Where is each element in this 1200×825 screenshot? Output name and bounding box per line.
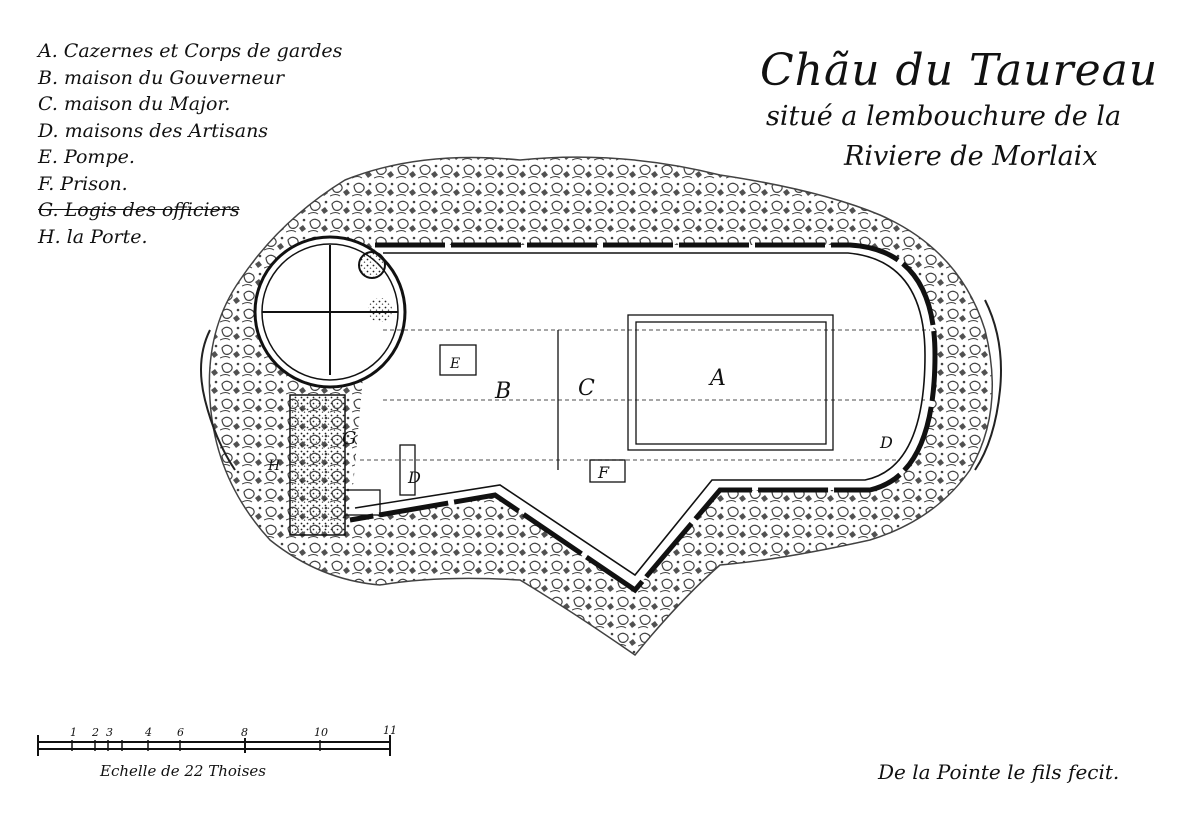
plan-label-a: A: [708, 366, 726, 391]
plan-label-d-west: D: [407, 468, 421, 487]
interior-buildings: [344, 314, 930, 516]
legend-item-e: E. Pompe.: [38, 146, 135, 168]
signature: De la Pointe le fils fecit.: [878, 760, 1120, 784]
scale-tick-4: 4: [144, 726, 152, 739]
legend-item-h: H. la Porte.: [38, 225, 148, 248]
legend-item-a: A. Cazernes et Corps de gardes: [38, 40, 343, 62]
plan-label-b: B: [494, 379, 511, 404]
map-legend: A. Cazernes et Corps de gardes B. maison…: [38, 38, 368, 250]
plan-labels: A B C D D E F G H: [267, 356, 893, 487]
map-subtitle-line1: situé a lembouchure de la: [766, 101, 1122, 132]
scale-bar: 1 2 3 4 6 8 10 11: [37, 724, 397, 756]
map-subtitle-line2: Riviere de Morlaix: [844, 141, 1098, 172]
plan-label-c: C: [578, 376, 595, 401]
scale-tick-10: 10: [314, 726, 328, 739]
scale-tick-1: 1: [70, 726, 77, 739]
legend-item-c: C. maison du Major.: [38, 93, 231, 115]
legend-item-b: B. maison du Gouverneur: [38, 66, 285, 89]
round-tower: [253, 235, 407, 389]
plan-label-g: G: [342, 428, 356, 449]
scale-tick-2: 2: [91, 726, 99, 739]
legend-item-d: D. maisons des Artisans: [38, 119, 269, 142]
scale-label: Echelle de 22 Thoises: [100, 762, 266, 780]
map-title: Chãu du Taureau: [760, 45, 1159, 96]
scale-tick-3: 3: [106, 726, 113, 739]
scale-tick-11: 11: [383, 724, 397, 737]
map-title-block: Chãu du Taureau situé a lembouchure de l…: [760, 45, 1180, 177]
legend-item-g: G. Logis des officiers: [38, 199, 240, 221]
fort-enclosure: [289, 242, 938, 594]
scale-tick-6: 6: [177, 726, 184, 739]
scale-tick-8: 8: [241, 726, 248, 739]
plan-label-h: H: [267, 458, 281, 474]
legend-item-f: F. Prison.: [38, 172, 128, 195]
plan-label-f: F: [597, 463, 610, 482]
plan-label-d-east: D: [879, 433, 893, 452]
plan-label-e: E: [449, 356, 460, 372]
